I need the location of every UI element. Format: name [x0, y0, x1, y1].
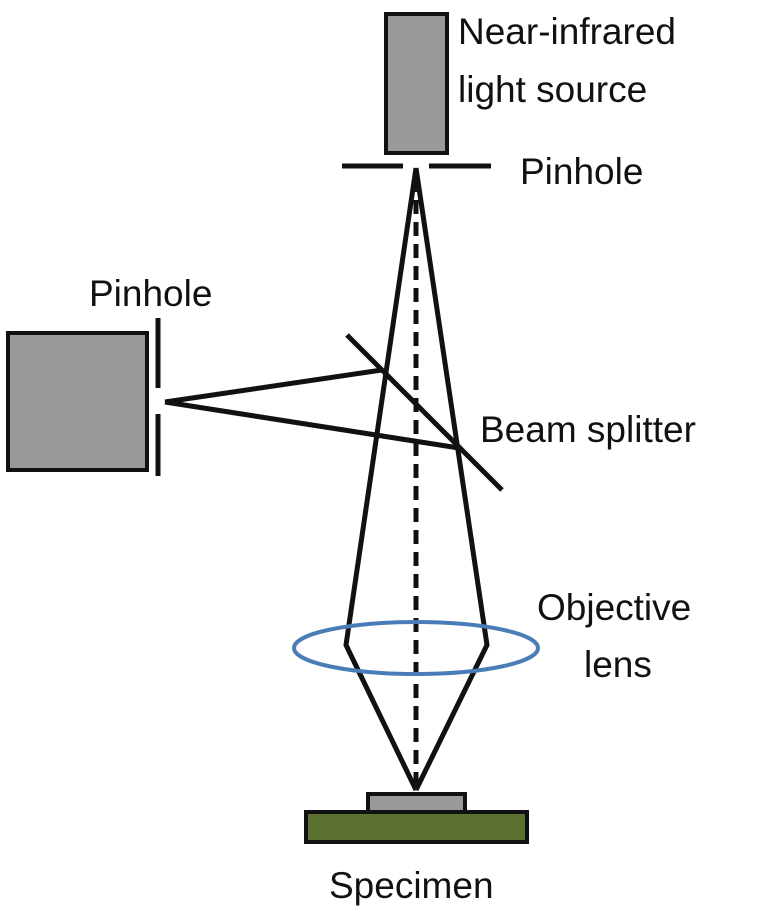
illumination-ray-right: [413, 167, 490, 792]
label-source-line2: light source: [458, 69, 647, 110]
illumination-ray-left: [343, 167, 419, 792]
detector-box: [6, 331, 149, 472]
objective-lens: [292, 620, 540, 676]
reflected-ray-upper: [164, 367, 383, 405]
reflected-ray-lower: [164, 399, 460, 451]
beam-splitter: [345, 333, 504, 492]
label-objective-line1: Objective: [537, 587, 691, 628]
label-objective-line2: lens: [584, 644, 652, 685]
specimen-stage: [304, 810, 529, 844]
label-source-line1: Near-infrared: [458, 11, 676, 52]
light-source-box: [384, 12, 449, 155]
specimen-sample: [366, 792, 467, 814]
label-top-pinhole: Pinhole: [520, 151, 643, 192]
label-side-pinhole: Pinhole: [89, 273, 212, 314]
label-specimen: Specimen: [329, 865, 494, 906]
label-beam-splitter: Beam splitter: [480, 409, 696, 450]
